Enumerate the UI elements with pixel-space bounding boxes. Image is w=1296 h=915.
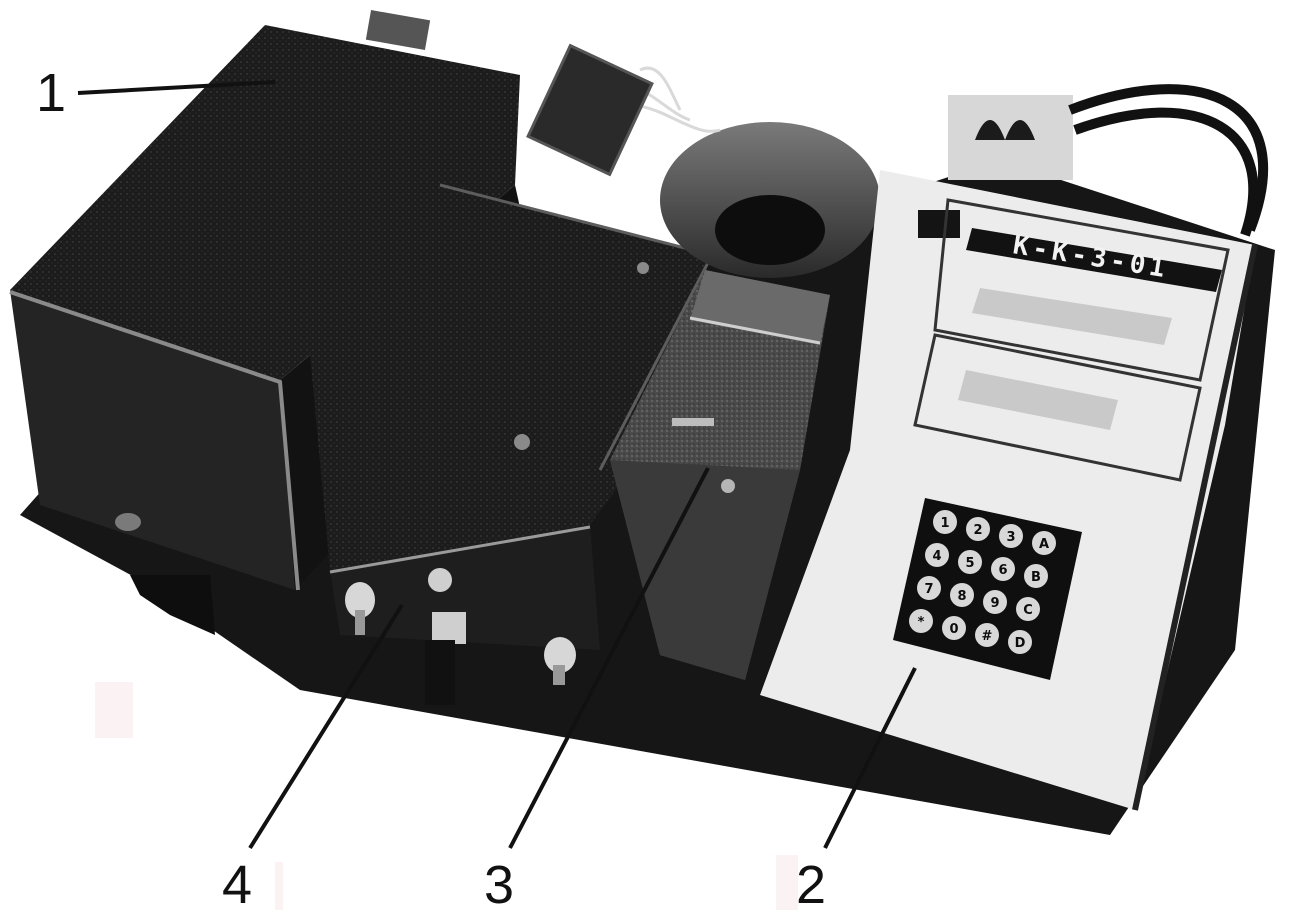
model-label-strip: [966, 228, 1222, 292]
toroid-coil: [660, 122, 880, 278]
keypad-key-label: B: [1031, 570, 1041, 585]
keypad-key: *: [909, 609, 933, 633]
keypad-key-label: #: [982, 629, 993, 644]
keypad-key: 7: [917, 576, 941, 600]
keypad-key-label: 0: [949, 622, 958, 637]
callout-label-2: 2: [796, 855, 827, 915]
mounting-foot: [95, 575, 215, 738]
callout-label-3: 3: [484, 855, 515, 915]
display-frame-lower: [913, 333, 1202, 482]
callout-label-4: 4: [222, 855, 253, 915]
keypad-key: A: [1032, 531, 1056, 555]
leader-line-4: [248, 603, 404, 850]
terminal-center: [425, 612, 466, 705]
keypad-key: 6: [991, 557, 1015, 581]
keypad-key-label: 4: [932, 549, 941, 564]
leader-line-1: [77, 80, 276, 95]
keypad-key: 1: [933, 510, 957, 534]
paper-mark: [275, 862, 283, 910]
keypad-key: 5: [958, 550, 982, 574]
lcd-window-lower: [958, 370, 1118, 430]
terminal-right: [544, 637, 576, 685]
unit-4-enclosure: [300, 183, 715, 705]
keypad-key: 2: [966, 517, 990, 541]
keypad-key: #: [975, 623, 999, 647]
keypad-key-label: 6: [998, 563, 1007, 578]
keypad-key-label: 2: [973, 523, 982, 538]
leader-lines: [77, 80, 917, 850]
keypad-key-label: A: [1039, 537, 1049, 552]
keypad-key: 3: [999, 524, 1023, 548]
wiring-bundle: [526, 43, 721, 177]
keypad-key: B: [1024, 564, 1048, 588]
paper-mark: [776, 855, 798, 910]
callout-label-1: 1: [36, 63, 67, 123]
keypad: 1 2 3 A 4 5 6 B 7 8 9 C * 0 # D: [893, 498, 1082, 680]
terminal-left: [345, 582, 375, 635]
unit-3-transformer: [610, 270, 830, 680]
leader-line-2: [823, 667, 917, 849]
keypad-key: 8: [950, 583, 974, 607]
keypad-key-label: 3: [1006, 530, 1015, 545]
keypad-key-label: 7: [924, 582, 933, 597]
power-cable: [1068, 84, 1268, 237]
keypad-key: 4: [925, 543, 949, 567]
leader-line-3: [508, 467, 710, 849]
keypad-key-label: *: [918, 615, 925, 630]
logo-mark: [918, 210, 960, 238]
keypad-key-label: 9: [990, 596, 999, 611]
keypad-key: D: [1008, 630, 1032, 654]
keypad-key-label: C: [1023, 603, 1033, 618]
keypad-key: 0: [942, 616, 966, 640]
keypad-key-label: 8: [957, 589, 966, 604]
lcd-window-upper: [972, 288, 1172, 345]
keypad-key-label: D: [1015, 636, 1026, 651]
keypad-key: C: [1016, 597, 1040, 621]
cable-connector: [948, 95, 1073, 180]
keypad-key: 9: [983, 590, 1007, 614]
keypad-key-label: 1: [940, 516, 949, 531]
keypad-key-label: 5: [965, 556, 974, 571]
display-frame-upper: [933, 198, 1230, 382]
